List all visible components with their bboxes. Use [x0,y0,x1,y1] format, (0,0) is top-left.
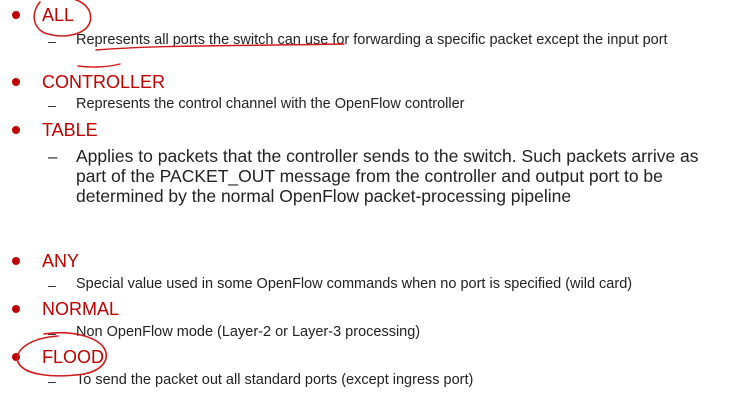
dash-icon: – [48,325,56,341]
description-all: Represents all ports the switch can use … [76,32,668,48]
term-all: ALL [42,5,75,25]
description-normal: Non OpenFlow mode (Layer-2 or Layer-3 pr… [76,324,421,340]
term-table: TABLE [42,120,98,140]
term-controller: CONTROLLER [42,72,166,92]
dash-icon: – [48,97,56,113]
description-flood: To send the packet out all standard port… [76,372,474,388]
description-controller: Represents the control channel with the … [76,96,465,112]
term-flood: FLOOD [42,347,105,367]
term-any: ANY [42,251,80,271]
dash-icon: – [48,373,56,389]
description-any: Special value used in some OpenFlow comm… [76,276,633,292]
dash-icon: – [48,33,56,49]
bullet-icon [12,353,20,361]
bullet-icon [12,305,20,313]
underline-annotation [77,63,121,68]
term-normal: NORMAL [42,299,120,319]
dash-icon: – [48,277,56,293]
description-table: Applies to packets that the controller s… [76,146,699,206]
dash-icon: – [48,147,58,166]
bullet-icon [12,78,20,86]
bullet-icon [12,257,20,265]
bullet-icon [12,126,20,134]
bullet-icon [12,11,20,19]
